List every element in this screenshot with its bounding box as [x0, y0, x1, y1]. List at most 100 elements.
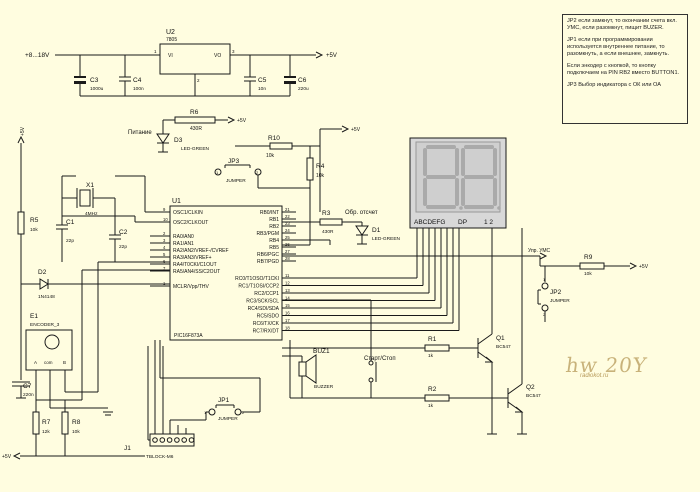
u1-pin-name: RA0/AN0	[173, 234, 194, 240]
r6-value: 430R	[190, 126, 202, 132]
u1-pin-name: RC4/SDI/SDA	[248, 306, 280, 312]
e1-knob	[44, 334, 60, 350]
jp1-pin1	[208, 408, 216, 416]
left-vout: +5V	[20, 126, 26, 136]
r9-label: Упр. УМС	[528, 248, 551, 254]
r3-label: Обр. отсчет	[345, 210, 378, 216]
e1-pin-a: A	[34, 360, 37, 365]
buz1-ref: BUZ1	[313, 348, 330, 355]
note-jp1: JP1 если при программировании использует…	[567, 37, 670, 57]
r7-resistor	[32, 411, 40, 435]
u1-pin-num: 28	[285, 256, 290, 261]
u1-pin-name: MCLR/Vpp/THV	[173, 284, 210, 290]
u1-pin-num: 3	[163, 238, 166, 243]
u1-pin-num: 10	[163, 217, 168, 222]
d3-label: Питание	[128, 130, 152, 136]
r3-resistor	[319, 218, 343, 226]
u1-pin-num: 13	[285, 288, 290, 293]
driver-transistors: R1 1k Q1 BC547 R2 1k Q2 BC547	[282, 228, 541, 435]
j1-pin	[152, 437, 158, 443]
u1-pin-num: 21	[285, 207, 290, 212]
c5-value: 10n	[258, 86, 266, 92]
u1-pin-num: 5	[163, 252, 166, 257]
c2-value: 22p	[119, 244, 127, 250]
u1-pin-num: 9	[163, 207, 166, 212]
d2-value: 1N4148	[38, 294, 55, 300]
digit-2	[461, 145, 501, 210]
u1-pin-num: 27	[285, 249, 290, 254]
r1-value: 1k	[428, 353, 434, 359]
x1-value: 4MHz	[85, 211, 98, 217]
display-dp-label: DP	[458, 219, 467, 226]
u2-ref: U2	[166, 29, 175, 36]
j1-pin	[181, 437, 187, 443]
u1-pin-num: 22	[285, 214, 290, 219]
d3-value: LED-GREEN	[181, 146, 210, 152]
r10-ref: R10	[268, 135, 280, 142]
c3-ref: C3	[90, 77, 99, 84]
c6-ref: C6	[298, 77, 307, 84]
u1-body	[169, 205, 283, 341]
c7-ref: C7	[23, 383, 32, 390]
u1-pin-num: 11	[285, 273, 290, 278]
buzzer-switch-section: BUZ1 BUZZER Старт/Стоп	[282, 300, 425, 399]
u1-pin-name: RC0/T1OSO/T1CKI	[235, 276, 279, 282]
q1-value: BC547	[496, 344, 511, 350]
u1-pin-name: RA5/AN4/SS/C2OUT	[173, 269, 220, 275]
c2-ref: C2	[119, 229, 128, 236]
jp3-p2: 2	[256, 170, 259, 175]
r5-resistor	[17, 211, 25, 235]
r5-value: 10k	[30, 227, 38, 233]
d1-ref: D1	[372, 227, 381, 234]
e1-ref: E1	[30, 313, 38, 320]
note-encoder: Если энкодер с кнопкой, то кнопку подклю…	[567, 63, 680, 76]
display-dp-dot	[459, 206, 463, 210]
r3-ref: R3	[322, 210, 331, 217]
x1-ref: X1	[86, 182, 94, 189]
d1-led	[355, 225, 369, 236]
r1-ref: R1	[428, 336, 437, 343]
watermark-logo: hw 20Y	[564, 353, 649, 377]
d1-value: LED-GREEN	[372, 236, 401, 242]
u1-microcontroller: U1 PIC16F873A 9OSC1/CLKIN10OSC2/CLKOUT2R…	[150, 198, 296, 341]
r9-value: 10k	[584, 271, 592, 277]
jp1-value: JUMPER	[218, 416, 238, 422]
jp2-ref: JP2	[550, 289, 562, 296]
r4-resistor	[306, 157, 314, 181]
u1-pin-name: RA2/AN2/VREF-/CVREF	[173, 248, 229, 254]
u1-pin-name: RA3/AN3/VREF+	[173, 255, 212, 261]
j1-pins	[152, 437, 195, 443]
u1-pin-num: 24	[285, 228, 290, 233]
u1-ref: U1	[172, 198, 181, 205]
buz1-body	[298, 361, 307, 377]
seven-segment-display: ABCDEFG DP 1 2	[296, 137, 507, 331]
note-jp3: JP3 Выбор индикатора с ОК или ОА	[567, 82, 662, 88]
sw-contact2	[368, 377, 374, 383]
d2-diode	[39, 278, 49, 290]
u2-pin2: 2	[197, 78, 200, 83]
u1-pin-name: RB7/PGD	[257, 259, 279, 265]
buz1-value: BUZZER	[314, 384, 334, 390]
c6-value: 220u	[298, 86, 309, 92]
encoder-section: E1 ENCODER_3 A com B R7 12k R8 10k +5V	[2, 261, 170, 460]
u2-pin3: 3	[232, 49, 235, 54]
u1-pin-num: 2	[163, 231, 166, 236]
e1-encoder	[25, 329, 73, 371]
j1-vout: +5V	[2, 454, 12, 460]
u1-pin-name: RB3/PGM	[256, 231, 279, 237]
u2-regulator	[159, 43, 231, 75]
u1-right-pins: 21RB0/INT22RB123RB224RB3/PGM25RB426RB527…	[235, 207, 296, 335]
d3-ref: D3	[174, 137, 183, 144]
r10-value: 10k	[266, 153, 275, 159]
u1-pin-num: 4	[163, 245, 166, 250]
j1-pin	[174, 437, 180, 443]
oscillator-section: X1 4MHz C1 22p C2 22p	[56, 175, 170, 262]
watermark-site: radiokot.ru	[580, 373, 609, 379]
digit-1	[423, 145, 463, 210]
r2-value: 1k	[428, 403, 434, 409]
u1-pin-name: RC2/CCP1	[254, 291, 279, 297]
r2-resistor	[424, 394, 450, 402]
u2-pin1: 1	[154, 49, 157, 54]
ums-control-section: Упр. УМС R9 10k +5V JP2 JUMPER 1 2	[282, 248, 649, 322]
u1-pin-name: RC7/RX/DT	[253, 329, 279, 335]
